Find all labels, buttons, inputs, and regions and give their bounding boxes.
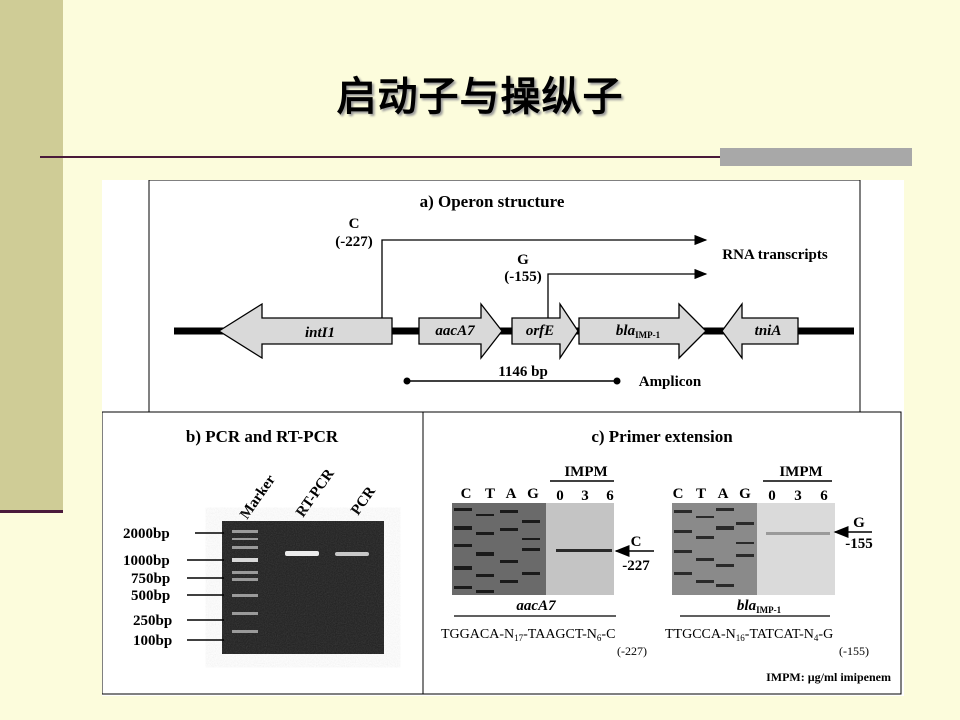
svg-text:G: G (739, 486, 751, 502)
primer-extension-aacA7: IMPM C T A G 0 3 6 C -227 (441, 464, 654, 658)
svg-text:T: T (696, 486, 706, 502)
svg-text:-155: -155 (845, 536, 873, 552)
operon-figure: a) Operon structure C (-227) G (-155) RN… (102, 180, 904, 696)
promoter1-base: C (349, 216, 360, 232)
svg-text:3: 3 (581, 488, 589, 504)
transcript-arrow-2 (547, 268, 708, 320)
gene-tniA: tniA (721, 302, 799, 360)
primer-extension-blaIMP-1: IMPM C T A G 0 3 6 G -155 blaIMP-1 T (665, 464, 873, 658)
svg-text:0: 0 (556, 488, 564, 504)
rna-transcripts-label: RNA transcripts (722, 247, 828, 263)
impm-label-right: IMPM (779, 464, 822, 480)
svg-text:T: T (485, 486, 495, 502)
impm-label-left: IMPM (564, 464, 607, 480)
svg-text:750bp: 750bp (131, 571, 170, 587)
sidebar-decor (0, 0, 63, 512)
agarose-gel (222, 521, 384, 654)
svg-text:C: C (461, 486, 472, 502)
svg-text:blaIMP-1: blaIMP-1 (737, 598, 782, 615)
svg-text:TTGCCA-N16-TATCAT-N4-G: TTGCCA-N16-TATCAT-N4-G (665, 627, 833, 643)
svg-text:blaIMP-1: blaIMP-1 (616, 323, 661, 340)
title-rule (40, 156, 912, 158)
svg-text:-227: -227 (622, 558, 650, 574)
svg-text:6: 6 (820, 488, 828, 504)
panel-b-title: b) PCR and RT-PCR (186, 427, 339, 446)
gene-intI1: intI1 (217, 302, 393, 360)
promoter2-base: G (517, 252, 529, 268)
gene-blaIMP-1: blaIMP-1 (578, 302, 707, 360)
svg-text:orfE: orfE (526, 323, 554, 339)
svg-text:(-227): (-227) (617, 644, 647, 658)
ladder-labels: 2000bp 1000bp 750bp 500bp 250bp 100bp (123, 526, 224, 649)
svg-text:A: A (506, 486, 517, 502)
svg-text:aacA7: aacA7 (435, 323, 475, 339)
title-accent-bar (720, 148, 912, 166)
svg-text:100bp: 100bp (133, 633, 172, 649)
panel-c-frame (422, 411, 902, 695)
amplicon-start-dot (403, 377, 411, 385)
svg-text:2000bp: 2000bp (123, 526, 170, 542)
svg-text:6: 6 (606, 488, 614, 504)
svg-text:intI1: intI1 (305, 325, 335, 341)
amplicon-size: 1146 bp (498, 364, 548, 380)
panel-c-title: c) Primer extension (591, 427, 733, 446)
promoter2-position: (-155) (504, 269, 542, 285)
transcript-arrow-1 (381, 234, 708, 320)
svg-text:aacA7: aacA7 (516, 598, 556, 614)
svg-text:C: C (673, 486, 684, 502)
svg-text:tniA: tniA (755, 323, 782, 339)
promoter1-position: (-227) (335, 234, 373, 250)
svg-text:TGGACA-N17-TAAGCT-N6-C: TGGACA-N17-TAAGCT-N6-C (441, 627, 615, 643)
svg-text:(-155): (-155) (839, 644, 869, 658)
svg-text:250bp: 250bp (133, 613, 172, 629)
gene-aacA7: aacA7 (418, 302, 503, 360)
slide-title: 启动子与操纵子 (336, 74, 624, 120)
svg-text:3: 3 (794, 488, 802, 504)
svg-text:A: A (718, 486, 729, 502)
svg-text:500bp: 500bp (131, 588, 170, 604)
amplicon-end-dot (613, 377, 621, 385)
svg-text:C: C (631, 534, 642, 550)
svg-text:0: 0 (768, 488, 776, 504)
svg-text:G: G (853, 515, 865, 531)
amplicon-label: Amplicon (639, 374, 702, 390)
svg-text:G: G (527, 486, 539, 502)
panel-a-title: a) Operon structure (420, 192, 565, 211)
svg-text:1000bp: 1000bp (123, 553, 170, 569)
impm-legend: IMPM: µg/ml imipenem (766, 670, 891, 684)
sidebar-divider (0, 510, 63, 513)
gene-orfE: orfE (511, 301, 579, 361)
